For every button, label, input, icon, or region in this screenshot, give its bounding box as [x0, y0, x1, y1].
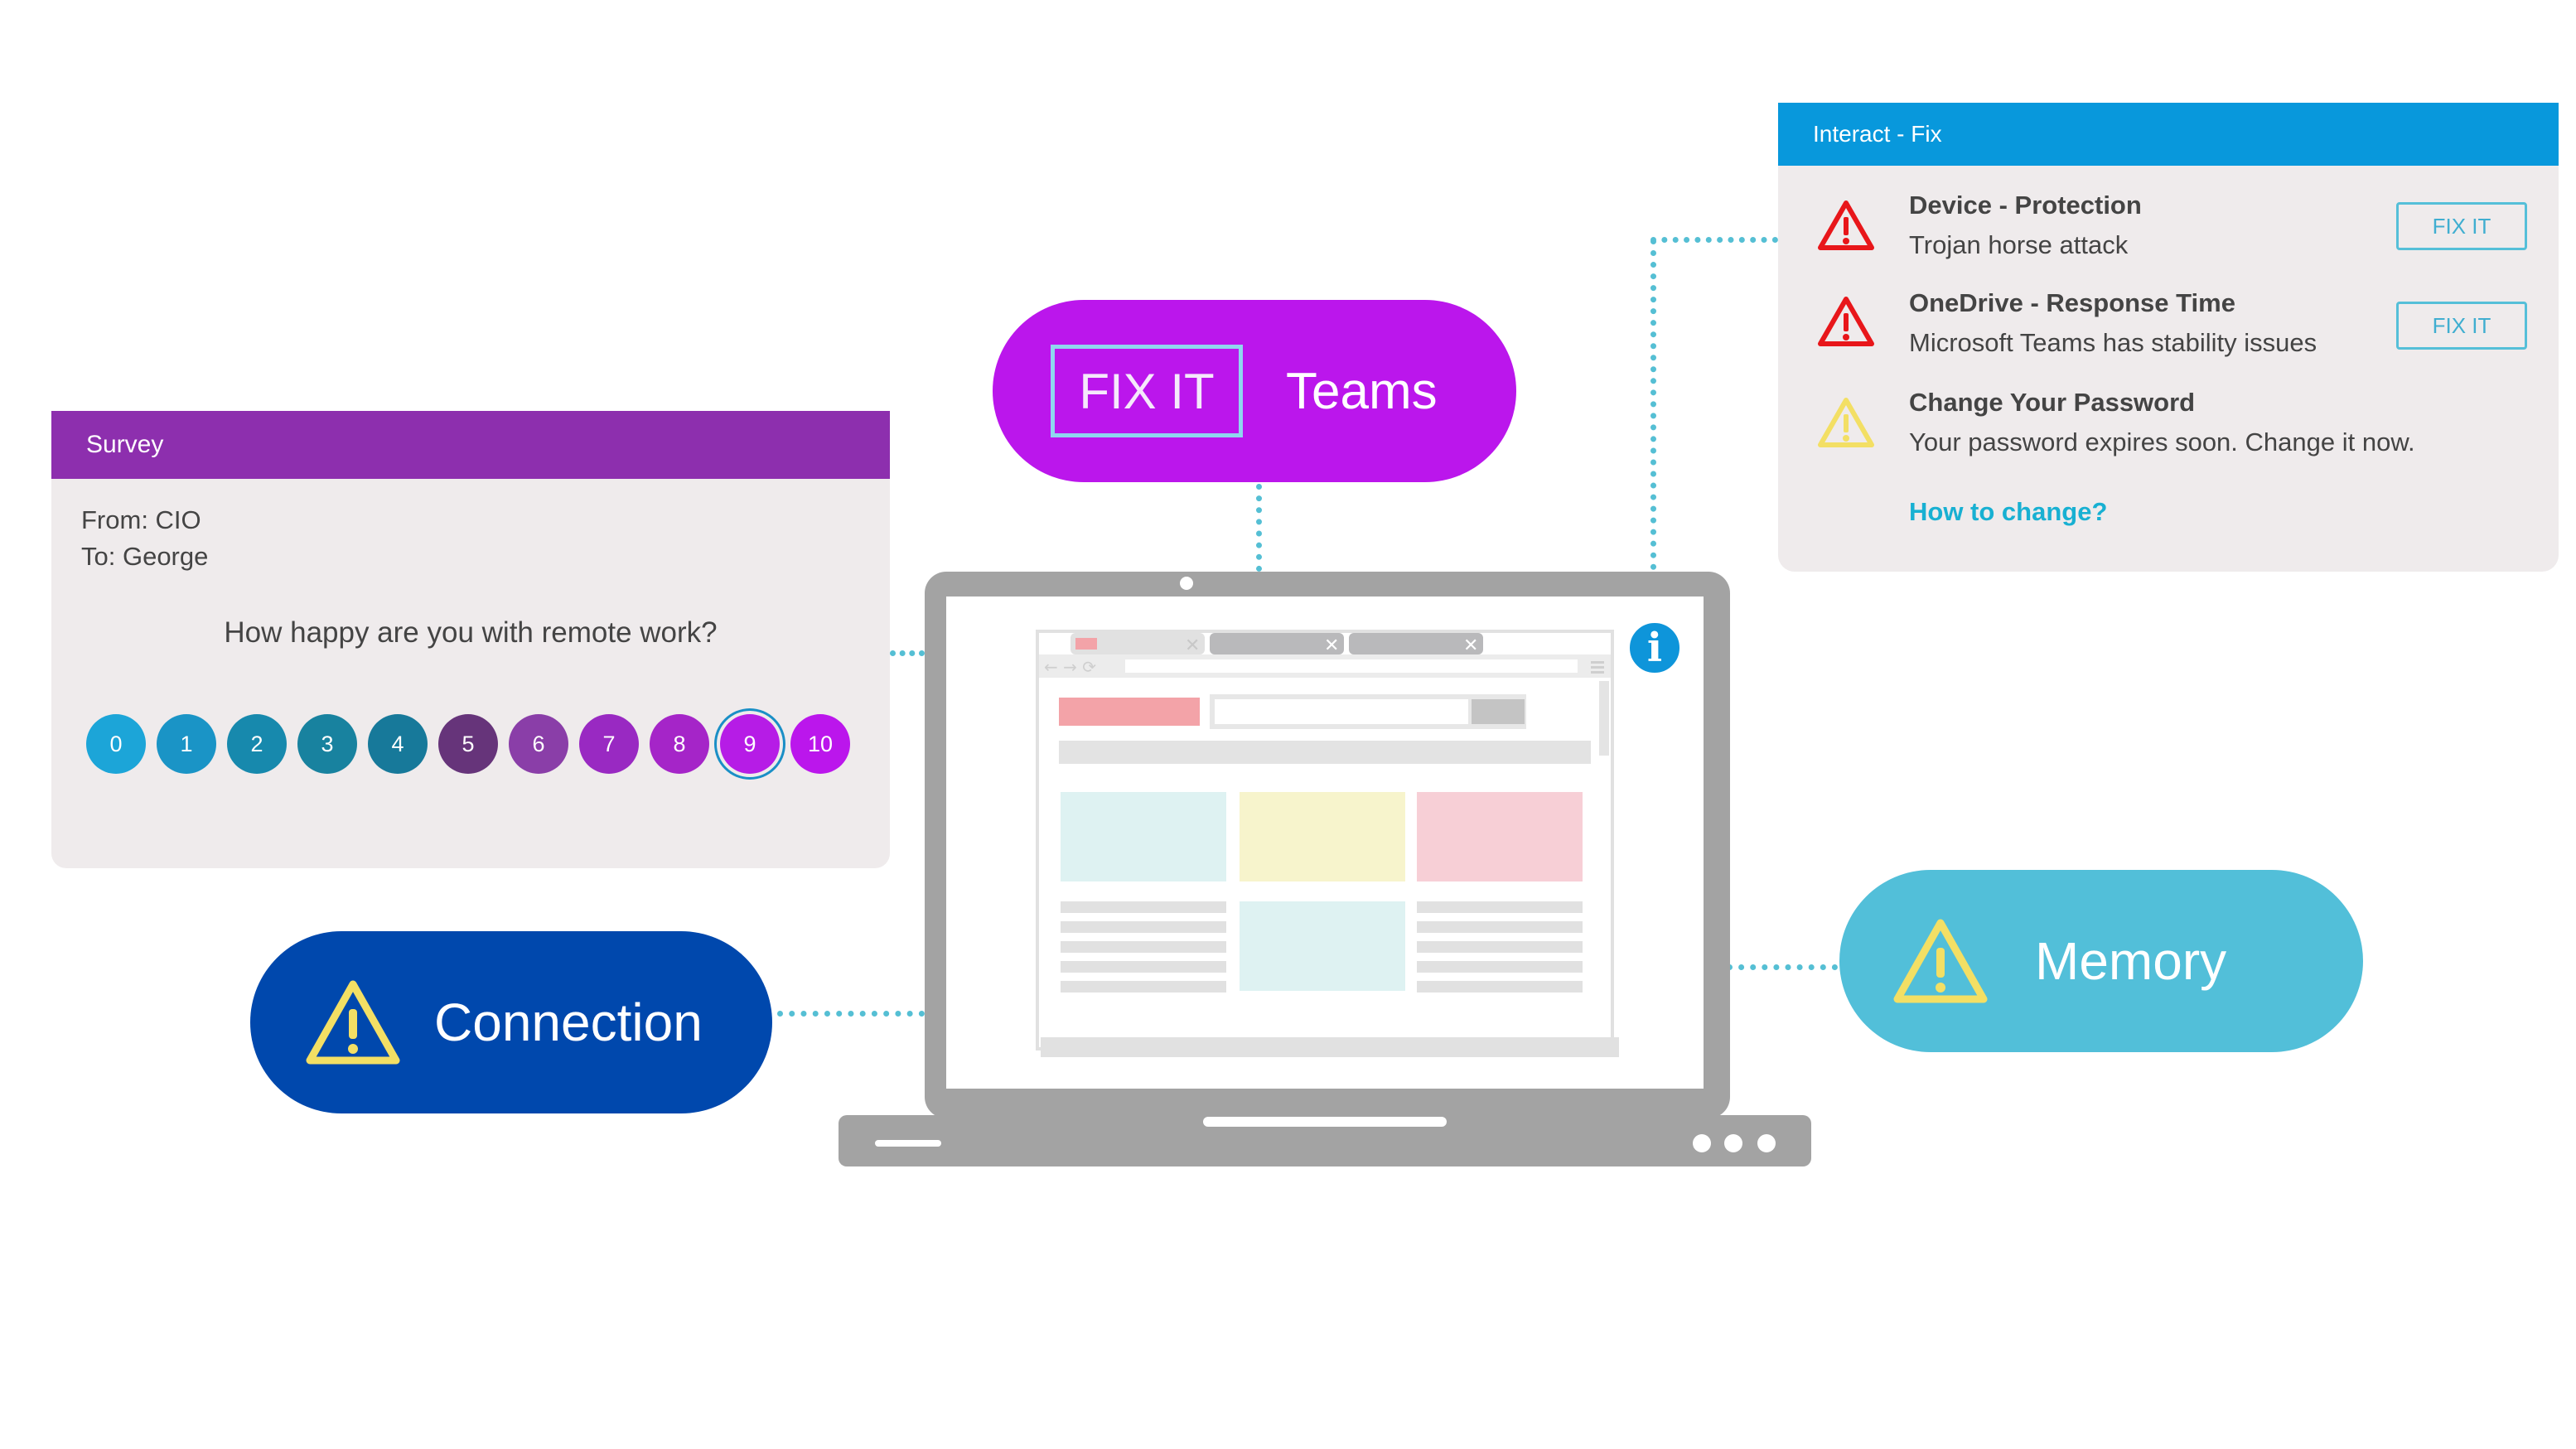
alert-description: Microsoft Teams has stability issues	[1909, 328, 2317, 357]
connection-label: Connection	[434, 993, 703, 1052]
laptop-dot	[1693, 1134, 1711, 1152]
tab-favicon	[1075, 638, 1097, 650]
svg-text:✕: ✕	[1324, 635, 1339, 656]
warning-icon	[306, 980, 400, 1065]
address-bar	[1125, 659, 1578, 673]
browser-tab	[1071, 633, 1205, 654]
connector-survey	[890, 650, 925, 656]
rating-option-6[interactable]: 6	[509, 714, 568, 774]
fix-it-teams-button[interactable]: FIX IT	[1051, 345, 1243, 437]
browser-tab	[1349, 633, 1483, 654]
fix-panel-header: Interact - Fix	[1778, 103, 2559, 166]
laptop-dot	[1757, 1134, 1776, 1152]
laptop-illustration: ✕ ✕ ✕ ← → ⟳	[839, 572, 1811, 1166]
laptop-notch	[1203, 1117, 1447, 1127]
survey-header: Survey	[51, 411, 890, 479]
warning-icon	[1893, 919, 1988, 1003]
alert-title: Device - Protection	[1909, 191, 2142, 220]
rating-option-4[interactable]: 4	[368, 714, 428, 774]
survey-title: Survey	[86, 431, 164, 458]
warning-icon	[1818, 398, 1874, 447]
rating-option-5[interactable]: 5	[438, 714, 498, 774]
rating-option-2[interactable]: 2	[227, 714, 287, 774]
alert-description: Trojan horse attack	[1909, 230, 2129, 259]
connector-connection	[777, 1011, 925, 1017]
rating-option-1[interactable]: 1	[157, 714, 216, 774]
rating-option-10[interactable]: 10	[790, 714, 850, 774]
alert-title: Change Your Password	[1909, 388, 2196, 417]
browser-tab	[1210, 633, 1344, 654]
teams-label: Teams	[1286, 362, 1438, 420]
warning-icon	[1818, 297, 1874, 346]
browser-scrollbar	[1599, 681, 1609, 756]
fix-panel-title: Interact - Fix	[1813, 121, 1942, 147]
laptop-dot	[1724, 1134, 1742, 1152]
fix-it-button[interactable]: FIX IT	[2396, 202, 2527, 250]
connection-pill: Connection	[250, 931, 772, 1113]
info-icon[interactable]: i	[1626, 620, 1683, 676]
laptop-light	[875, 1140, 941, 1147]
alert-description: Your password expires soon. Change it no…	[1909, 427, 2415, 456]
connector-memory	[1727, 964, 1838, 970]
interact-fix-panel: Interact - Fix Device - Protection Troja…	[1778, 103, 2559, 572]
rating-option-7[interactable]: 7	[579, 714, 639, 774]
laptop-base	[839, 1115, 1811, 1166]
teams-pill: FIX IT Teams	[993, 300, 1516, 482]
how-to-change-link[interactable]: How to change?	[1909, 497, 2108, 526]
survey-to: To: George	[81, 542, 209, 571]
fix-it-button[interactable]: FIX IT	[2396, 302, 2527, 350]
alert-item: OneDrive - Response Time Microsoft Teams…	[1778, 288, 2559, 363]
memory-label: Memory	[2035, 931, 2227, 991]
alert-item: Device - Protection Trojan horse attack …	[1778, 191, 2559, 265]
webcam	[1180, 577, 1193, 590]
rating-option-0[interactable]: 0	[86, 714, 146, 774]
rating-option-8[interactable]: 8	[650, 714, 709, 774]
survey-card: Survey From: CIO To: George How happy ar…	[51, 411, 890, 868]
svg-text:← → ⟳: ← → ⟳	[1044, 657, 1096, 677]
svg-text:✕: ✕	[1185, 635, 1200, 656]
connector-teams	[1256, 484, 1262, 572]
survey-question: How happy are you with remote work?	[224, 616, 718, 649]
browser-footer	[1041, 1037, 1619, 1057]
connector-fix-horizontal	[1650, 237, 1778, 243]
svg-text:✕: ✕	[1463, 635, 1478, 656]
alert-title: OneDrive - Response Time	[1909, 288, 2235, 317]
connector-fix-vertical	[1650, 239, 1656, 570]
rating-option-9[interactable]: 9	[720, 714, 780, 774]
memory-pill: Memory	[1839, 870, 2363, 1052]
warning-icon	[1818, 200, 1874, 250]
survey-from: From: CIO	[81, 505, 201, 534]
rating-option-3[interactable]: 3	[297, 714, 357, 774]
alert-item: Change Your Password Your password expir…	[1778, 388, 2559, 553]
